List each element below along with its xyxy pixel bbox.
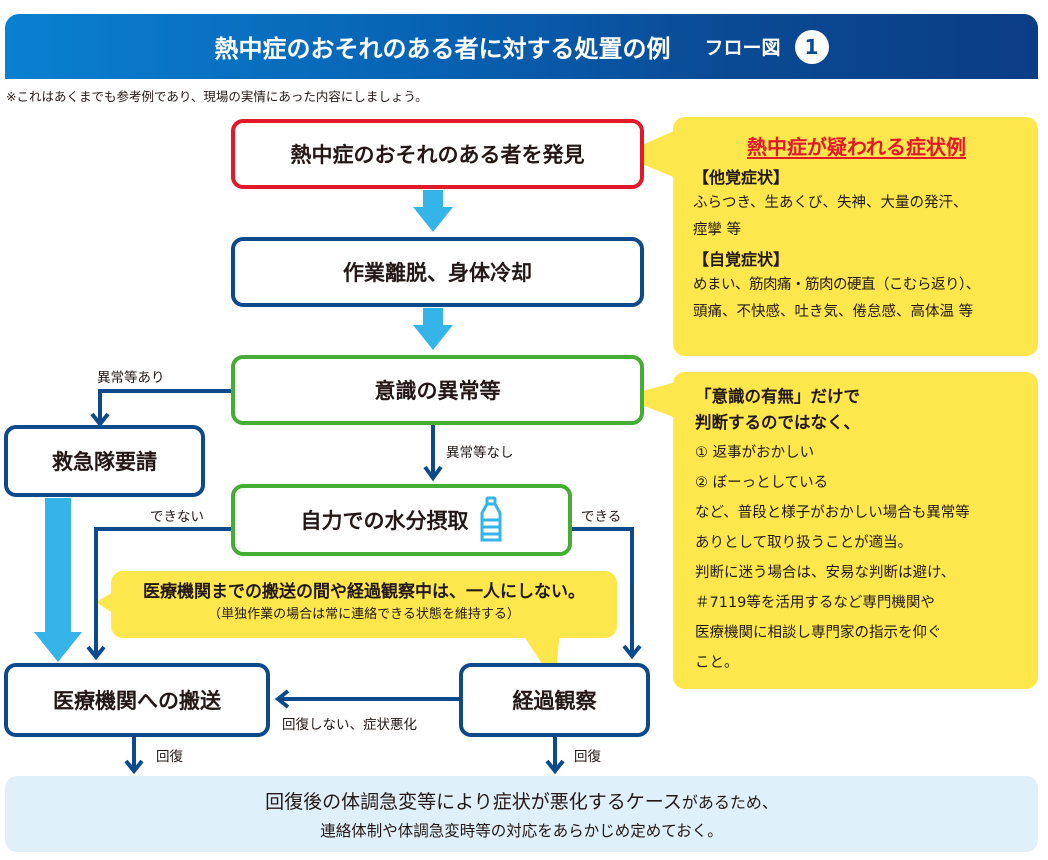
- callout-do-not-leave-alone: 医療機関までの搬送の間や経過観察中は、一人にしない。 （単独作業の場合は常に連絡…: [111, 571, 617, 638]
- do-not-leave-alone-main: 医療機関までの搬送の間や経過観察中は、一人にしない。: [143, 582, 585, 602]
- connector-cannot: [94, 527, 233, 657]
- reference-note: ※これはあくまでも参考例であり、現場の実情にあった内容にしましょう。: [6, 89, 428, 104]
- callout-tail-consciousness: [620, 382, 676, 418]
- label-recovered-right: 回復: [574, 749, 601, 765]
- arrowhead-recovered-right: [545, 759, 565, 775]
- flow-arrow-discover-to-cool: [413, 190, 453, 232]
- water-bottle-icon: [479, 496, 503, 544]
- header-banner: 熱中症のおそれのある者に対する処置の例 フロー図 1: [5, 14, 1038, 79]
- connector-abnormal-yes: [98, 389, 233, 424]
- subjective-symptoms-heading: 【自覚症状】: [693, 250, 790, 269]
- step-discover-label: 熱中症のおそれのある者を発見: [290, 143, 585, 167]
- step-remove-and-cool-label: 作業離脱、身体冷却: [343, 261, 532, 285]
- decision-self-hydration-label: 自力での水分摂取: [300, 509, 469, 533]
- objective-symptoms-line: ふらつき、生あくび、失神、大量の発汗、: [693, 195, 968, 211]
- callout-symptoms: 熱中症が疑われる症状例 【他覚症状】 ふらつき、生あくび、失神、大量の発汗、 痙…: [673, 117, 1038, 356]
- page-title: 熱中症のおそれのある者に対する処置の例: [214, 35, 671, 63]
- decision-self-hydration: 自力での水分摂取: [231, 484, 572, 556]
- arrowhead-not-recovered: [274, 689, 290, 709]
- step-call-ambulance: 救急隊要請: [4, 425, 205, 497]
- arrowhead-can: [622, 644, 642, 660]
- step-hospital-transport: 医療機関への搬送: [4, 663, 270, 737]
- footer-line-1: 回復後の体調急変等により症状が悪化するケースがあるため、: [5, 788, 1038, 817]
- subjective-symptoms-line: 頭痛、不快感、吐き気、倦怠感、高体温 等: [693, 304, 974, 320]
- decision-consciousness-label: 意識の異常等: [374, 379, 501, 403]
- footer-advice: 回復後の体調急変等により症状が悪化するケースがあるため、 連絡体制や体調急変時等…: [5, 776, 1038, 852]
- guidance-heading-line: 判断するのではなく、: [695, 413, 860, 432]
- guidance-line: ① 返事がおかしい: [695, 445, 815, 461]
- figure-number-badge: 1: [794, 29, 829, 64]
- label-abnormal-no: 異常等なし: [446, 445, 514, 461]
- arrowhead-recovered-left: [124, 759, 144, 775]
- arrowhead-abnormal-yes: [90, 412, 110, 428]
- guidance-line: ② ぼーっとしている: [695, 475, 829, 491]
- step-call-ambulance-label: 救急隊要請: [52, 450, 157, 474]
- flow-arrow-cool-to-consciousness: [413, 308, 453, 350]
- guidance-line: ＃7119等を活用するなど専門機関や: [695, 595, 935, 611]
- callout-consciousness-guidance: 「意識の有無」だけで 判断するのではなく、 ① 返事がおかしい ② ぼーっとして…: [673, 372, 1038, 689]
- guidance-line: こと。: [695, 655, 739, 671]
- label-abnormal-yes: 異常等あり: [97, 370, 165, 386]
- guidance-line: など、普段と様子がおかしい場合も異常等: [695, 505, 970, 521]
- step-discover: 熱中症のおそれのある者を発見: [231, 119, 644, 189]
- footer-line-2: 連絡体制や体調急変時等の対応をあらかじめ定めておく。: [320, 822, 723, 840]
- step-observe: 経過観察: [459, 663, 650, 737]
- arrowhead-abnormal-no: [423, 465, 443, 482]
- step-observe-label: 経過観察: [512, 689, 597, 713]
- do-not-leave-alone-sub: （単独作業の場合は常に連絡できる状態を維持する）: [208, 607, 520, 622]
- decision-consciousness: 意識の異常等: [231, 355, 644, 425]
- symptoms-title: 熱中症が疑われる症状例: [747, 135, 966, 159]
- flow-arrow-ambulance-to-hospital: [34, 498, 82, 662]
- label-not-recovered: 回復しない、症状悪化: [282, 717, 417, 733]
- objective-symptoms-heading: 【他覚症状】: [693, 168, 790, 187]
- step-hospital-transport-label: 医療機関への搬送: [53, 689, 221, 713]
- step-remove-and-cool: 作業離脱、身体冷却: [231, 237, 644, 307]
- footer-line-1-rest: があるため、: [681, 793, 778, 812]
- guidance-line: 判断に迷う場合は、安易な判断は避け、: [695, 565, 956, 581]
- page-subtitle: フロー図: [704, 37, 781, 59]
- guidance-heading-line: 「意識の有無」だけで: [695, 387, 860, 406]
- label-can: できる: [581, 509, 622, 525]
- objective-symptoms-line: 痙攣 等: [693, 222, 742, 238]
- guidance-line: ありとして取り扱うことが適当。: [695, 535, 913, 551]
- footer-line-1-emphasis: 回復後の体調急変等により症状が悪化するケース: [265, 791, 682, 813]
- label-recovered-left: 回復: [156, 749, 183, 765]
- callout-tail-symptoms: [620, 130, 676, 178]
- subjective-symptoms-line: めまい、筋肉痛・筋肉の硬直（こむら返り）、: [693, 277, 980, 293]
- connector-can: [572, 527, 634, 656]
- guidance-line: 医療機関に相談し専門家の指示を仰ぐ: [695, 625, 942, 641]
- arrowhead-cannot: [86, 645, 106, 661]
- label-cannot: できない: [150, 509, 204, 525]
